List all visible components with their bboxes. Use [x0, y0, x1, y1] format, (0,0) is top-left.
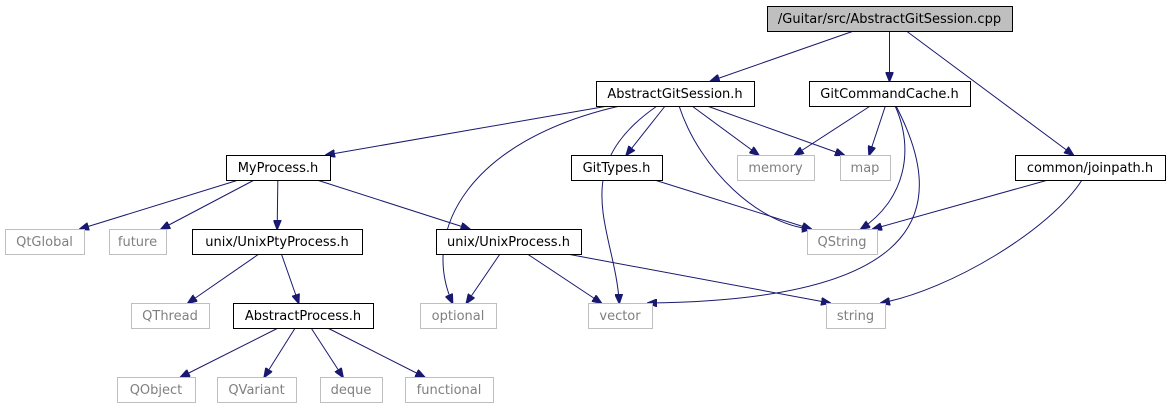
- node-label: /Guitar/src/AbstractGitSession.cpp: [778, 12, 1001, 27]
- node-box: [5, 229, 85, 255]
- node-qtg: QtGlobal: [5, 229, 85, 255]
- node-jp[interactable]: common/joinpath.h: [1015, 155, 1166, 181]
- node-box: [807, 229, 878, 255]
- edge-uproc-to-opt: [467, 253, 501, 303]
- node-box: [192, 229, 363, 255]
- edge-ags-to-gt: [626, 105, 666, 155]
- node-label: string: [837, 309, 874, 324]
- edge-ags-to-qstr: [678, 105, 811, 229]
- node-box: [1015, 155, 1166, 181]
- node-box: [737, 155, 815, 181]
- edge-absp-to-deq: [310, 327, 343, 377]
- node-label: QtGlobal: [16, 235, 73, 250]
- edge-gcc-to-map: [869, 105, 886, 155]
- edge-gt-to-qstr: [654, 179, 811, 229]
- node-box: [117, 377, 196, 403]
- node-label: future: [118, 235, 157, 250]
- node-fut: future: [109, 229, 167, 255]
- node-box: [809, 81, 971, 107]
- node-label: common/joinpath.h: [1027, 161, 1153, 176]
- node-box: [571, 155, 663, 181]
- node-ags[interactable]: AbstractGitSession.h: [596, 81, 755, 107]
- node-upty[interactable]: unix/UnixPtyProcess.h: [192, 229, 363, 255]
- edge-ags-to-mem: [691, 105, 759, 155]
- node-root[interactable]: /Guitar/src/AbstractGitSession.cpp: [767, 6, 1013, 32]
- node-box: [436, 229, 582, 255]
- node-box: [226, 155, 331, 181]
- node-label: unix/UnixPtyProcess.h: [205, 235, 349, 250]
- node-box: [109, 229, 167, 255]
- node-label: QString: [817, 235, 866, 250]
- edge-ags-to-map: [706, 105, 844, 155]
- edge-gcc-to-mem: [795, 105, 871, 155]
- node-qthr: QThread: [131, 303, 210, 329]
- node-label: QObject: [130, 383, 183, 398]
- edge-root-to-ags: [711, 30, 854, 81]
- node-label: QVariant: [228, 383, 284, 398]
- node-opt: optional: [420, 303, 497, 329]
- edge-absp-to-func: [327, 327, 425, 377]
- node-box: [840, 155, 891, 181]
- edges-layer: [80, 30, 1083, 377]
- node-label: memory: [748, 161, 803, 176]
- node-label: optional: [432, 309, 485, 324]
- node-box: [320, 377, 383, 403]
- node-box: [596, 81, 755, 107]
- node-myp[interactable]: MyProcess.h: [226, 155, 331, 181]
- edge-gcc-to-vec: [648, 105, 920, 303]
- node-gcc[interactable]: GitCommandCache.h: [809, 81, 971, 107]
- edge-jp-to-qstr: [873, 179, 1049, 229]
- node-label: unix/UnixProcess.h: [447, 235, 570, 250]
- node-label: GitTypes.h: [583, 161, 651, 176]
- node-map: map: [840, 155, 891, 181]
- edge-upty-to-absp: [280, 253, 298, 303]
- edge-ags-to-opt: [442, 105, 621, 303]
- node-label: map: [851, 161, 880, 176]
- edge-gcc-to-qstr: [861, 105, 906, 229]
- node-box: [767, 6, 1013, 32]
- node-qvar: QVariant: [217, 377, 297, 403]
- node-vec: vector: [588, 303, 653, 329]
- node-box: [131, 303, 210, 329]
- node-label: functional: [417, 383, 482, 398]
- edge-myp-to-fut: [161, 179, 255, 229]
- node-box: [420, 303, 497, 329]
- node-mem: memory: [737, 155, 815, 181]
- edge-root-to-jp: [906, 30, 1073, 155]
- edge-myp-to-uproc: [316, 179, 470, 229]
- node-box: [233, 303, 374, 329]
- node-label: vector: [599, 309, 641, 324]
- nodes-layer: /Guitar/src/AbstractGitSession.cppAbstra…: [5, 6, 1166, 403]
- node-box: [405, 377, 494, 403]
- edge-jp-to-str: [881, 179, 1083, 303]
- node-deq: deque: [320, 377, 383, 403]
- node-gt[interactable]: GitTypes.h: [571, 155, 663, 181]
- node-box: [217, 377, 297, 403]
- node-uproc[interactable]: unix/UnixProcess.h: [436, 229, 582, 255]
- edge-absp-to-qvar: [264, 327, 296, 377]
- node-box: [826, 303, 886, 329]
- node-absp[interactable]: AbstractProcess.h: [233, 303, 374, 329]
- edge-upty-to-qthr: [188, 253, 260, 303]
- node-str: string: [826, 303, 886, 329]
- node-box: [588, 303, 653, 329]
- node-func: functional: [405, 377, 494, 403]
- edge-myp-to-qtg: [80, 179, 239, 229]
- node-label: MyProcess.h: [238, 161, 319, 176]
- node-label: deque: [331, 383, 372, 398]
- edge-myp-to-upty: [277, 179, 278, 229]
- edge-uproc-to-vec: [527, 253, 601, 303]
- edge-uproc-to-str: [567, 253, 830, 303]
- node-label: AbstractProcess.h: [245, 309, 361, 324]
- node-label: GitCommandCache.h: [820, 87, 958, 102]
- node-qobj: QObject: [117, 377, 196, 403]
- edge-ags-to-myp: [326, 105, 609, 155]
- node-qstr: QString: [807, 229, 878, 255]
- edge-ags-to-vec: [601, 105, 658, 303]
- edge-absp-to-qobj: [181, 327, 279, 377]
- node-label: AbstractGitSession.h: [607, 87, 742, 102]
- node-label: QThread: [142, 309, 198, 324]
